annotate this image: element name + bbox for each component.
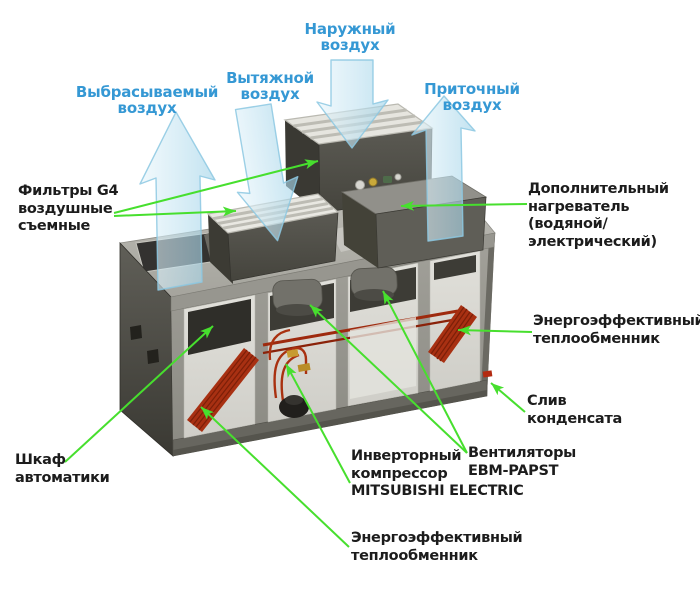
label-heat-exchanger-right: Энергоэффективный теплообменник [533, 313, 700, 347]
annotation-arrows [64, 159, 533, 548]
arrow-to-heater [400, 200, 528, 211]
exhaust-discharge-air-up-arrow-icon [139, 111, 216, 291]
arrow-to-heat-exchanger-right [457, 325, 533, 336]
label-supply-air: Приточный воздух [424, 80, 520, 114]
label-additional-heater: Дополнительный нагреватель (водяной/ эле… [528, 181, 669, 250]
arrow-to-compressor [285, 363, 351, 484]
airflow-arrows [139, 59, 476, 291]
heat-exchanger-right-coil [428, 305, 477, 363]
arrow-to-heat-exchanger-bottom [200, 406, 350, 548]
label-outdoor-air: Наружный воздух [304, 20, 396, 54]
arrow-to-filter-left [113, 206, 237, 217]
arrow-to-fan-1 [309, 304, 468, 454]
label-automation-cabinet: Шкаф автоматики [15, 452, 110, 486]
fan-2 [350, 266, 398, 301]
label-filters-g4: Фильтры G4 воздушные съемные [18, 183, 119, 234]
condensate-drain-fitting [482, 370, 493, 378]
label-inverter-compressor: Инверторный компрессор MITSUBISHI ELECTR… [351, 448, 524, 499]
label-exhaust-discharge-air: Выбрасываемый воздух [75, 83, 219, 117]
label-extract-air: Вытяжной воздух [226, 69, 314, 103]
label-fans: Вентиляторы EBM-PAPST [468, 445, 576, 479]
fan-1 [272, 278, 323, 316]
arrow-to-condensate-drain [490, 382, 526, 413]
arrow-to-fan-2 [382, 290, 468, 454]
arrow-to-automation-cabinet [64, 325, 214, 463]
extract-air-down-arrow-icon [234, 103, 299, 242]
compressor [279, 395, 309, 418]
outdoor-air-down-arrow-icon [316, 59, 389, 149]
label-heat-exchanger-bottom: Энергоэффективный теплообменник [351, 530, 523, 564]
arrow-to-filter-center [113, 159, 319, 214]
label-condensate-drain: Слив конденсата [527, 393, 622, 427]
